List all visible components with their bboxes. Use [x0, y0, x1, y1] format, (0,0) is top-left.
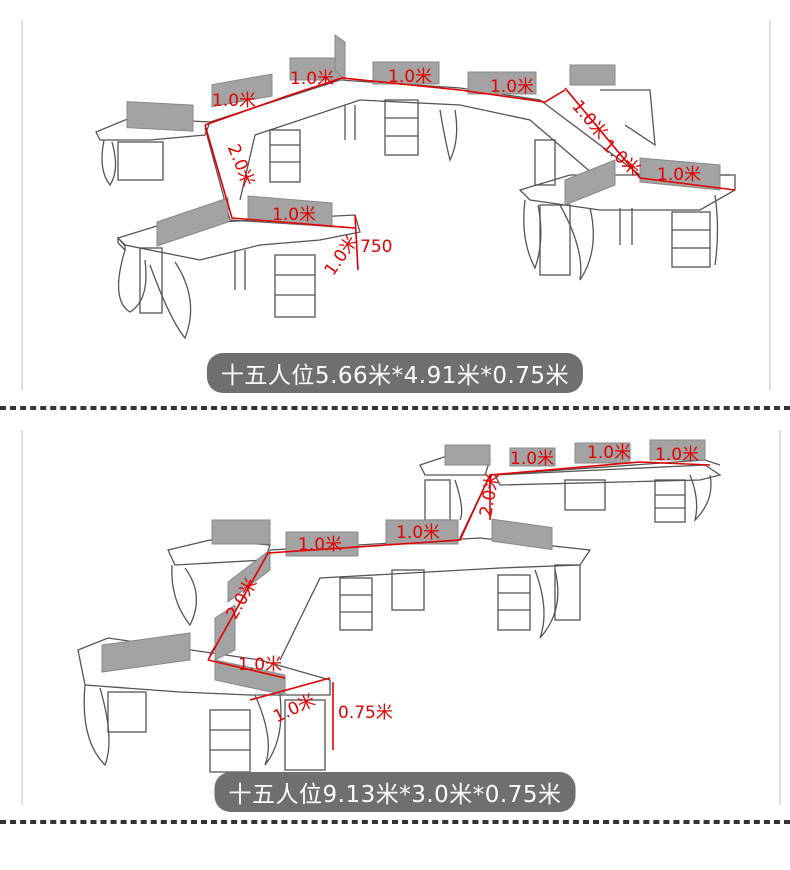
dim-label: 1.0米 [290, 69, 334, 89]
dim-label: 2.0米 [223, 141, 258, 189]
privacy-screens [126, 34, 721, 247]
dim-label: 1.0米 [657, 165, 701, 185]
dim-label: 1.0米 [396, 523, 440, 543]
dim-label: 1.0米 [510, 449, 554, 469]
desk-illustration-bottom: 1.0米 1.0米 1.0米 2.0米 1.0米 1.0米 2.0米 1.0米 … [21, 430, 781, 805]
privacy-screens [101, 439, 706, 696]
dim-label: 1.0米 [212, 91, 256, 111]
divider [0, 820, 790, 824]
desk-illustration-top: 1.0米 1.0米 1.0米 1.0米 1.0米 1.0米 1.0米 2.0米 … [21, 20, 771, 390]
dim-label: 1.0米 [238, 655, 282, 675]
dim-label: 1.0米 [388, 67, 432, 87]
caption-bottom: 十五人位9.13米*3.0米*0.75米 [214, 772, 576, 812]
dim-label: 1.0米 [272, 205, 316, 225]
dim-label: 750 [360, 237, 392, 257]
diagram-panel-bottom: 1.0米 1.0米 1.0米 2.0米 1.0米 1.0米 2.0米 1.0米 … [0, 420, 790, 820]
diagram-panel-top: 1.0米 1.0米 1.0米 1.0米 1.0米 1.0米 1.0米 2.0米 … [0, 0, 790, 400]
dim-label: 2.0米 [476, 471, 503, 518]
dimension-lines [207, 461, 711, 750]
dim-label: 1.0米 [490, 77, 534, 97]
divider [0, 406, 790, 410]
dim-label: 0.75米 [338, 703, 393, 723]
dim-label: 1.0米 [270, 691, 318, 728]
dimension-lines [204, 77, 736, 271]
dim-label: 1.0米 [298, 535, 342, 555]
dim-label: 1.0米 [587, 443, 631, 463]
caption-top: 十五人位5.66米*4.91米*0.75米 [206, 353, 584, 393]
dim-label: 1.0米 [655, 445, 699, 465]
